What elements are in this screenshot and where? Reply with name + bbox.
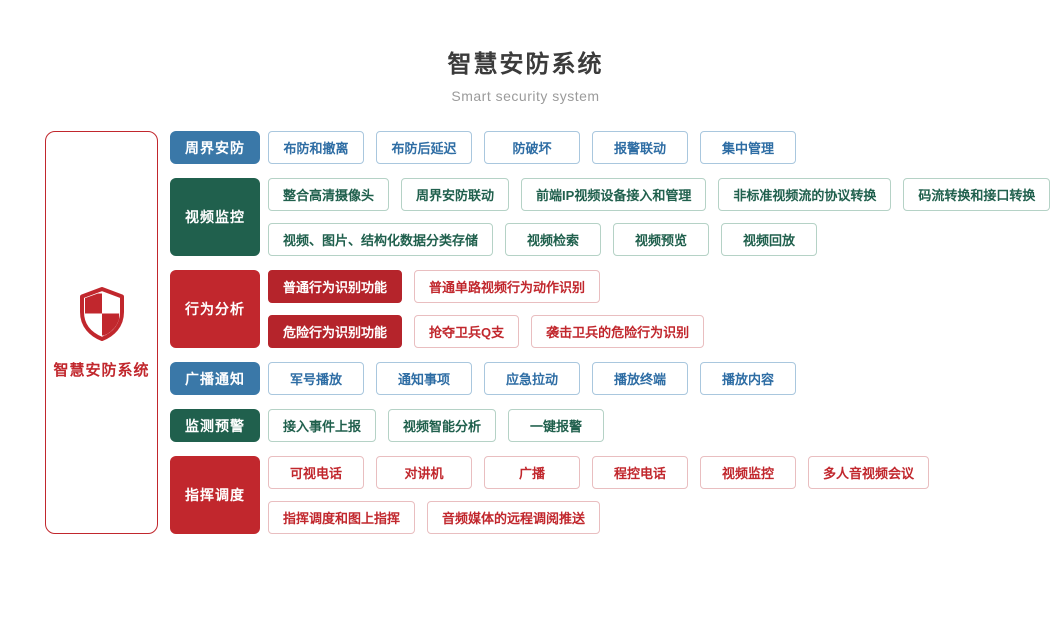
- feature-button: 播放内容: [700, 362, 796, 395]
- feature-button: 布防和撤离: [268, 131, 364, 164]
- diagram: 智慧安防系统 周界安防布防和撤离布防后延迟防破坏报警联动集中管理视频监控整合高清…: [45, 131, 1051, 534]
- feature-line: 接入事件上报视频智能分析一键报警: [268, 409, 605, 442]
- feature-group: 广播通知军号播放通知事项应急拉动播放终端播放内容: [170, 362, 1050, 395]
- feature-button: 危险行为识别功能: [268, 315, 403, 348]
- feature-line: 军号播放通知事项应急拉动播放终端播放内容: [268, 362, 796, 395]
- feature-button: 程控电话: [592, 456, 688, 489]
- feature-button: 视频检索: [505, 223, 602, 256]
- feature-button: 报警联动: [592, 131, 688, 164]
- feature-group: 周界安防布防和撤离布防后延迟防破坏报警联动集中管理: [170, 131, 1050, 164]
- feature-groups: 周界安防布防和撤离布防后延迟防破坏报警联动集中管理视频监控整合高清摄像头周界安防…: [170, 131, 1051, 534]
- category-label: 广播通知: [170, 362, 260, 395]
- feature-lines: 普通行为识别功能普通单路视频行为动作识别危险行为识别功能抢夺卫兵Q支袭击卫兵的危…: [268, 270, 705, 348]
- feature-button: 普通行为识别功能: [268, 270, 403, 303]
- feature-line: 可视电话对讲机广播程控电话视频监控多人音视频会议: [268, 456, 930, 489]
- feature-group: 指挥调度可视电话对讲机广播程控电话视频监控多人音视频会议指挥调度和图上指挥音频媒…: [170, 456, 1050, 534]
- feature-button: 视频预览: [613, 223, 710, 256]
- feature-button: 军号播放: [268, 362, 364, 395]
- feature-line: 布防和撤离布防后延迟防破坏报警联动集中管理: [268, 131, 796, 164]
- feature-button: 抢夺卫兵Q支: [414, 315, 520, 348]
- page-subtitle: Smart security system: [451, 88, 600, 104]
- feature-button: 接入事件上报: [268, 409, 377, 442]
- feature-button: 整合高清摄像头: [268, 178, 390, 211]
- feature-button: 播放终端: [592, 362, 688, 395]
- shield-icon: [76, 286, 128, 347]
- feature-group: 监测预警接入事件上报视频智能分析一键报警: [170, 409, 1050, 442]
- feature-group: 视频监控整合高清摄像头周界安防联动前端IP视频设备接入和管理非标准视频流的协议转…: [170, 178, 1051, 256]
- feature-lines: 接入事件上报视频智能分析一键报警: [268, 409, 605, 442]
- page-title: 智慧安防系统: [447, 51, 604, 78]
- category-label: 周界安防: [170, 131, 260, 164]
- feature-line: 整合高清摄像头周界安防联动前端IP视频设备接入和管理非标准视频流的协议转换码流转…: [268, 178, 1051, 211]
- feature-button: 非标准视频流的协议转换: [718, 178, 892, 211]
- feature-button: 对讲机: [376, 456, 472, 489]
- feature-button: 袭击卫兵的危险行为识别: [531, 315, 705, 348]
- feature-button: 音频媒体的远程调阅推送: [427, 501, 601, 534]
- feature-button: 前端IP视频设备接入和管理: [521, 178, 707, 211]
- feature-button: 视频、图片、结构化数据分类存储: [268, 223, 494, 256]
- feature-button: 码流转换和接口转换: [903, 178, 1051, 211]
- feature-line: 视频、图片、结构化数据分类存储视频检索视频预览视频回放: [268, 223, 1050, 256]
- category-label: 视频监控: [170, 178, 260, 256]
- feature-group: 行为分析普通行为识别功能普通单路视频行为动作识别危险行为识别功能抢夺卫兵Q支袭击…: [170, 270, 1050, 348]
- page-header: 智慧安防系统 Smart security system: [0, 0, 1051, 104]
- feature-button: 多人音视频会议: [808, 456, 930, 489]
- feature-button: 通知事项: [376, 362, 472, 395]
- category-label: 行为分析: [170, 270, 260, 348]
- feature-line: 危险行为识别功能抢夺卫兵Q支袭击卫兵的危险行为识别: [268, 315, 705, 348]
- category-label: 指挥调度: [170, 456, 260, 534]
- feature-button: 集中管理: [700, 131, 796, 164]
- feature-button: 视频回放: [721, 223, 818, 256]
- feature-lines: 整合高清摄像头周界安防联动前端IP视频设备接入和管理非标准视频流的协议转换码流转…: [268, 178, 1051, 256]
- feature-lines: 布防和撤离布防后延迟防破坏报警联动集中管理: [268, 131, 796, 164]
- feature-button: 布防后延迟: [376, 131, 472, 164]
- feature-button: 一键报警: [508, 409, 605, 442]
- feature-button: 指挥调度和图上指挥: [268, 501, 416, 534]
- feature-button: 防破坏: [484, 131, 580, 164]
- root-node-label: 智慧安防系统: [53, 361, 150, 379]
- feature-button: 广播: [484, 456, 580, 489]
- feature-lines: 可视电话对讲机广播程控电话视频监控多人音视频会议指挥调度和图上指挥音频媒体的远程…: [268, 456, 930, 534]
- feature-button: 视频智能分析: [388, 409, 497, 442]
- feature-button: 周界安防联动: [401, 178, 510, 211]
- root-node: 智慧安防系统: [45, 131, 158, 534]
- feature-line: 普通行为识别功能普通单路视频行为动作识别: [268, 270, 704, 303]
- feature-button: 普通单路视频行为动作识别: [414, 270, 601, 303]
- category-label: 监测预警: [170, 409, 260, 442]
- feature-button: 可视电话: [268, 456, 364, 489]
- feature-button: 应急拉动: [484, 362, 580, 395]
- feature-lines: 军号播放通知事项应急拉动播放终端播放内容: [268, 362, 796, 395]
- feature-line: 指挥调度和图上指挥音频媒体的远程调阅推送: [268, 501, 929, 534]
- feature-button: 视频监控: [700, 456, 796, 489]
